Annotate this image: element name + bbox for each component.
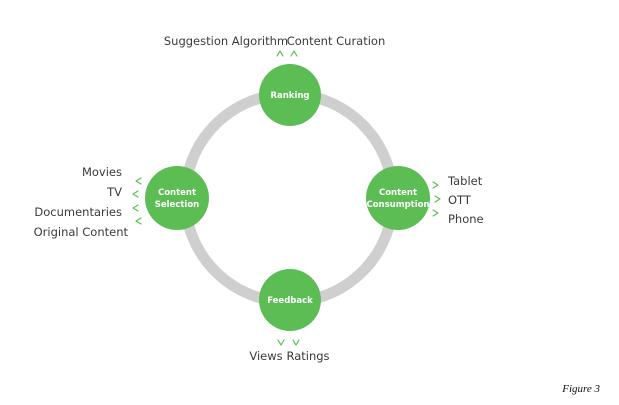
selection-output-documentaries: Documentaries — [34, 205, 122, 219]
ranking-output-suggestion-algorithm: Suggestion Algorithm — [164, 34, 288, 48]
arrow-right-icon — [434, 195, 441, 203]
arrow-right-icon — [432, 209, 439, 217]
arrow-down-icon — [277, 339, 285, 346]
arrow-left-icon — [132, 190, 139, 198]
arrow-up-icon — [290, 50, 298, 57]
selection-output-movies: Movies — [82, 165, 122, 179]
node-content-selection-label-1: Content — [158, 188, 196, 198]
node-ranking-label: Ranking — [270, 91, 309, 101]
arrow-left-icon — [132, 204, 139, 212]
node-ranking: Ranking — [259, 64, 321, 126]
consumption-output-ott: OTT — [448, 193, 472, 207]
node-content-consumption: Content Consumption — [366, 166, 430, 230]
selection-output-original-content: Original Content — [34, 225, 129, 239]
node-content-consumption-label-2: Consumption — [366, 200, 429, 210]
arrow-right-icon — [432, 181, 439, 189]
arrow-up-icon — [276, 50, 284, 57]
node-content-selection: Content Selection — [145, 166, 209, 230]
consumption-output-phone: Phone — [448, 212, 484, 226]
arrow-down-icon — [292, 339, 300, 346]
arrow-left-icon — [135, 177, 142, 185]
ranking-output-content-curation: Content Curation — [287, 34, 386, 48]
node-feedback-label: Feedback — [267, 296, 313, 306]
feedback-output-ratings: Ratings — [286, 349, 329, 363]
arrow-left-icon — [135, 217, 142, 225]
consumption-output-tablet: Tablet — [447, 174, 483, 188]
node-content-selection-label-2: Selection — [155, 200, 199, 210]
selection-output-tv: TV — [106, 185, 122, 199]
figure-caption: Figure 3 — [561, 383, 600, 395]
node-content-consumption-label-1: Content — [379, 188, 417, 198]
feedback-output-views: Views — [249, 349, 282, 363]
node-feedback: Feedback — [259, 269, 321, 331]
